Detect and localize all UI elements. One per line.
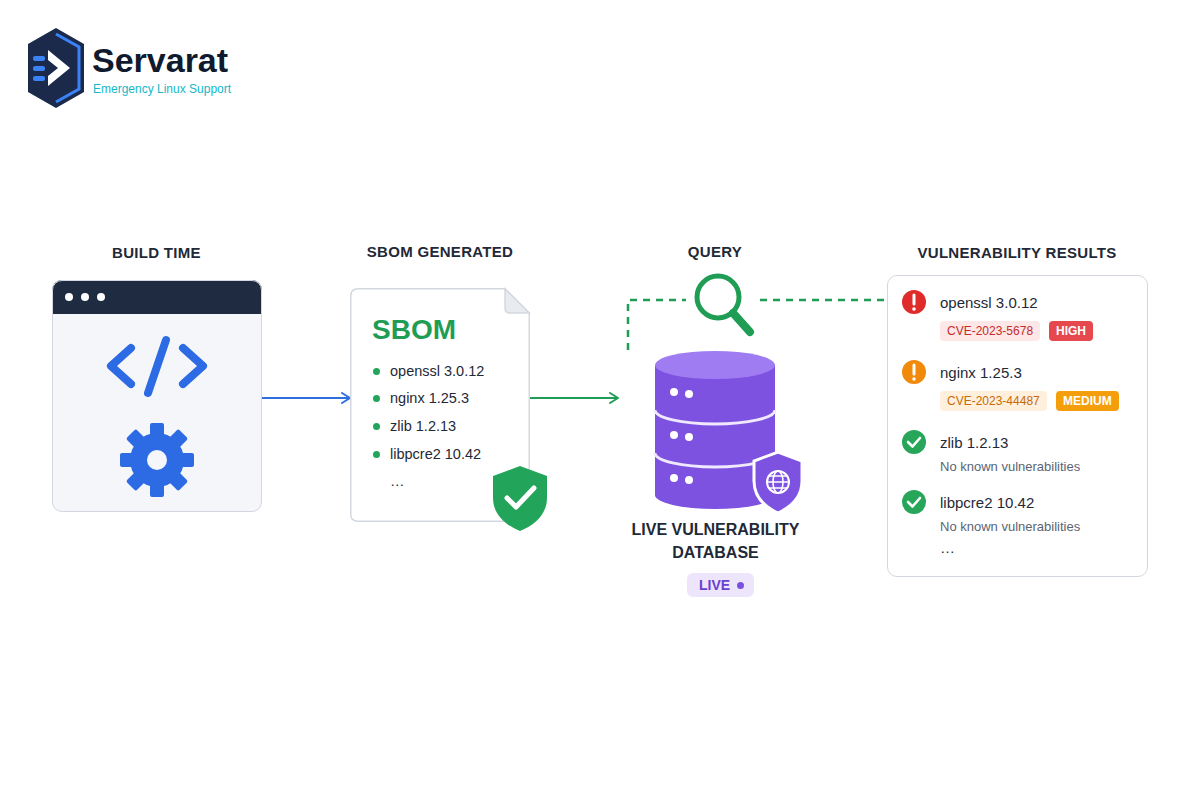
status-icons [902,290,926,314]
verified-check [507,488,534,507]
gear-icon [130,433,184,487]
package-name: zlib 1.2.13 [940,433,1008,453]
verified-shield [493,466,547,531]
package-name: nginx 1.25.3 [940,363,1022,383]
build-window [81,293,89,301]
gear-icon [147,450,167,470]
status-icons [902,430,926,454]
globe-shield [754,452,802,513]
results-panel: VULNERABILITY RESULTSopenssl 3.0.12nginx… [887,275,1148,577]
logo-icon [28,28,84,108]
status-icons [913,365,916,374]
magnifier-icon [733,313,750,332]
live-badge: LIVE [687,573,754,597]
badge-text: LIVE [699,576,730,594]
stage-heading: QUERY [655,243,775,261]
code-icon [183,348,203,384]
build-window [52,280,262,512]
brand-name: Servarat [92,40,228,80]
logo-icon [33,66,45,71]
ellipsis: … [940,538,955,558]
severity-level: HIGH [1056,323,1086,339]
gear-icon [120,423,194,497]
severity-badge: MEDIUM [1056,391,1119,411]
status-note: No known vulnerabilities [940,518,1080,535]
stage-heading: VULNERABILITY RESULTS [888,244,1146,262]
globe-shield [754,452,802,513]
brand-tagline: Emergency Linux Support [93,82,231,97]
globe-shield [767,476,789,488]
package-entry: zlib 1.2.13 [390,417,456,435]
status-note: No known vulnerabilities [940,458,1080,475]
connector [262,397,350,399]
cve-badge: CVE-2023-44487 [940,391,1047,411]
database-name: LIVE VULNERABILITY DATABASE [618,518,813,564]
document-title: SBOM [372,314,456,346]
package-name: libpcre2 10.42 [940,493,1034,513]
status-icons [912,377,916,381]
database-cylinder [670,474,678,482]
build-window [52,280,262,314]
magnifier-icon [686,276,758,332]
sbom-document: SBOM GENERATEDSBOMopenssl 3.0.12nginx 1.… [350,288,530,522]
package-entry: openssl 3.0.12 [390,362,484,380]
database-cylinder [685,433,693,441]
status-icons [913,295,916,304]
status-icons [908,498,920,507]
package-name: openssl 3.0.12 [940,293,1038,313]
cve-badge: CVE-2023-5678 [940,321,1040,341]
database-node: LIVE VULNERABILITY DATABASE LIVE [618,350,813,602]
logo-icon [33,56,45,61]
build-window: BUILD TIME [52,280,262,512]
code-icon [111,348,131,384]
database-cylinder [655,351,775,379]
logo-icon [28,28,84,108]
database-cylinder [655,410,775,424]
status-icons [902,290,926,514]
status-icons [902,360,926,384]
build-window [97,293,105,301]
package-entry: nginx 1.25.3 [390,389,469,407]
logo-icon [33,76,45,81]
package-entry: libpcre2 10.42 [390,445,481,463]
database-cylinder [670,431,678,439]
code-icon [148,340,166,393]
cve-id: CVE-2023-44487 [947,393,1040,409]
stage-heading: BUILD TIME [53,244,260,262]
status-icons [908,438,920,447]
code-icon [111,340,203,393]
ellipsis: … [390,472,405,490]
status-icons [912,307,916,311]
connector [628,300,887,350]
build-window [52,280,262,512]
build-window [65,293,73,301]
severity-level: MEDIUM [1063,393,1112,409]
stage-heading: SBOM GENERATED [350,243,530,261]
severity-badge: HIGH [1049,321,1093,341]
globe-shield [767,471,789,493]
build-window [52,300,262,314]
document-fold [505,289,529,313]
connector [530,397,618,399]
database-cylinder [685,476,693,484]
database-cylinder [670,388,678,396]
logo-icon [48,50,70,86]
database-cylinder [685,390,693,398]
status-icons [902,490,926,514]
cve-id: CVE-2023-5678 [947,323,1033,339]
